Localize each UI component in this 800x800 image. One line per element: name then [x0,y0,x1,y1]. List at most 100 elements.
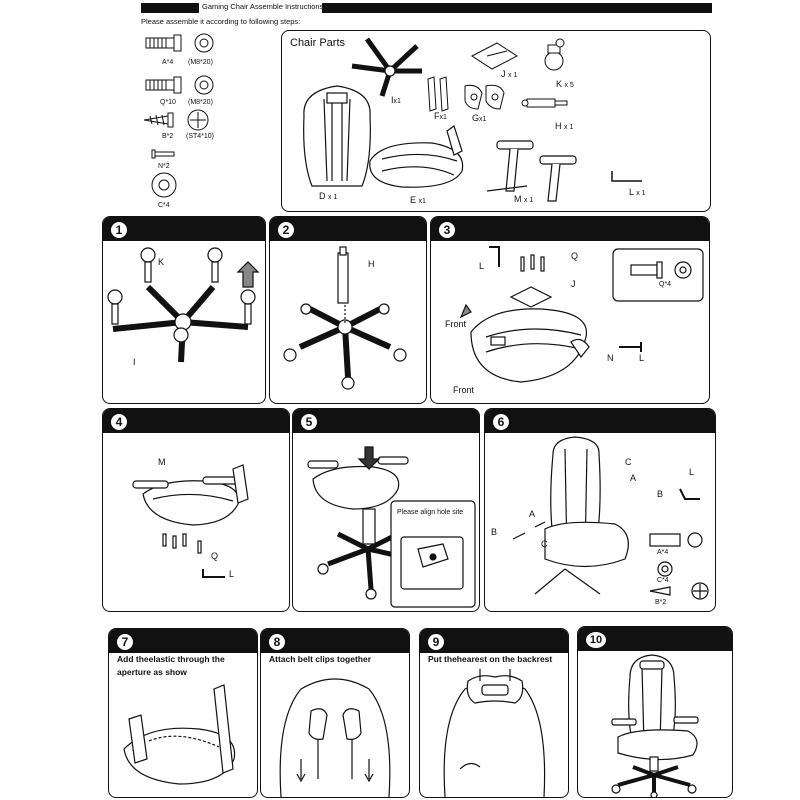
part-h-label: H x 1 [555,121,574,131]
hardware-c-label: C*4 [158,202,170,209]
step-8-panel: 8 Attach belt clips together [260,628,410,798]
part-g-label: Gx1 [472,113,487,123]
step-5-number: 5 [299,412,319,432]
step-6-label-c: C [625,457,632,467]
step-9-instruction: Put thehearest on the backrest [428,654,553,664]
step-3-label-l2: L [639,353,645,363]
allen-wrench-icon [611,171,642,182]
bolt-q-icon [145,75,214,95]
step-8-number: 8 [267,632,287,652]
step-5-header [293,409,479,433]
step-7-drawing [123,684,236,785]
header-bar-right [322,3,712,13]
step-7-number: 7 [115,632,135,652]
part-e-label: E x1 [410,195,426,205]
step-4-drawing [132,464,249,578]
step-3-label-n: N [607,353,614,363]
part-f-label: Fx1 [434,111,447,121]
step-4-label-q: Q [211,551,219,561]
backrest-hinge-icon [464,84,505,110]
step-1-label-k: K [158,257,165,267]
hardware-a-label: A*4 [162,59,174,66]
step-1-number: 1 [109,220,129,240]
step-10-number: 10 [584,630,608,650]
step-6-label-c4: C*4 [657,577,669,584]
hardware-b-label: B*2 [162,133,174,140]
step-3-label-front-bottom: Front [453,385,475,395]
base-star-icon [351,37,422,97]
step-6-label-b2: B [491,527,498,537]
pin-n-icon [151,149,175,159]
armrest-bracket-icon [427,76,449,112]
step-4-label-m: M [158,457,166,467]
step-2-drawing [283,246,407,390]
step-4-header [103,409,289,433]
mechanism-plate-icon [471,42,518,70]
part-i-label: Ix1 [391,95,401,105]
step-6-header [485,409,715,433]
step-1-header [103,217,265,241]
part-m-label: M x 1 [514,194,534,204]
backrest-icon [303,85,371,187]
chair-parts-title: Chair Parts [290,37,346,49]
step-7-instruction: Add theelastic through the aperture as s… [117,654,225,677]
step-4-panel: 4 M Q L [102,408,290,612]
step-3-label-front-top: Front [445,319,467,329]
step-1-panel: 1 K I [102,216,266,404]
hardware-n-label: N*2 [158,163,170,170]
step-4-number: 4 [109,412,129,432]
step-3-panel: 3 L Q J Front Front N L Q*4 [430,216,710,404]
step-3-drawing [459,246,704,383]
step-6-label-c2: C [541,539,548,549]
step-9-drawing [443,669,546,797]
hardware-q-label: Q*10 [160,99,176,106]
bolt-a-icon [145,33,214,53]
step-6-label-a4: A*4 [657,549,669,556]
hardware-drawings [143,33,214,198]
step-6-label-b4: B*2 [655,599,667,606]
step-1-drawing [107,247,260,363]
hardware-list: A*4 (M8*20) Q*10 (M8*20) B*2 (ST4*10) N*… [138,30,268,220]
step-4-label-l: L [229,569,235,579]
step-3-label-q4: Q*4 [659,281,672,288]
step-6-drawing [512,436,709,600]
hardware-q-size: (M8*20) [188,99,213,106]
step-3-label-q: Q [571,251,579,261]
armrest-pair-icon [486,140,577,202]
part-d-label: D x 1 [319,191,338,201]
step-5-note: Please align hole site [397,509,464,516]
step-10-panel: 10 [577,626,733,798]
hardware-b-size: (ST4*10) [186,133,215,140]
washer-c-icon [151,172,177,198]
step-9-number: 9 [426,632,446,652]
step-5-panel: 5 Please align hole site [292,408,480,612]
part-j-label: J x 1 [501,69,518,79]
chair-parts-panel: Chair Parts [281,30,711,212]
chair-parts-drawing [303,37,642,202]
step-6-number: 6 [491,412,511,432]
document-subtitle: Please assemble it according to followin… [141,17,301,26]
document-title: Gaming Chair Assemble Instructions [202,2,324,11]
header-bar-left [141,3,199,13]
seat-cushion-icon [369,125,464,188]
step-2-label-h: H [368,259,375,269]
step-6-label-b: B [657,489,664,499]
step-6-panel: 6 C L A B B A C A*4 C*4 B*2 [484,408,716,612]
caster-wheel-icon [544,38,565,71]
step-10-drawing [611,654,699,797]
step-3-label-l: L [479,261,485,271]
step-5-drawing [307,446,476,608]
step-6-label-a: A [630,473,637,483]
step-2-header [270,217,426,241]
step-7-panel: 7 Add theelastic through the aperture as… [108,628,258,798]
step-3-header [431,217,709,241]
hardware-a-size: (M8*20) [188,59,213,66]
step-6-label-l: L [689,467,695,477]
part-l-label: L x 1 [629,187,646,197]
step-8-drawing [279,678,391,797]
gas-lift-icon [521,98,568,108]
step-9-panel: 9 Put thehearest on the backrest [419,628,569,798]
step-2-panel: 2 H [269,216,427,404]
step-3-label-j: J [571,279,576,289]
screw-b-icon [143,109,209,131]
